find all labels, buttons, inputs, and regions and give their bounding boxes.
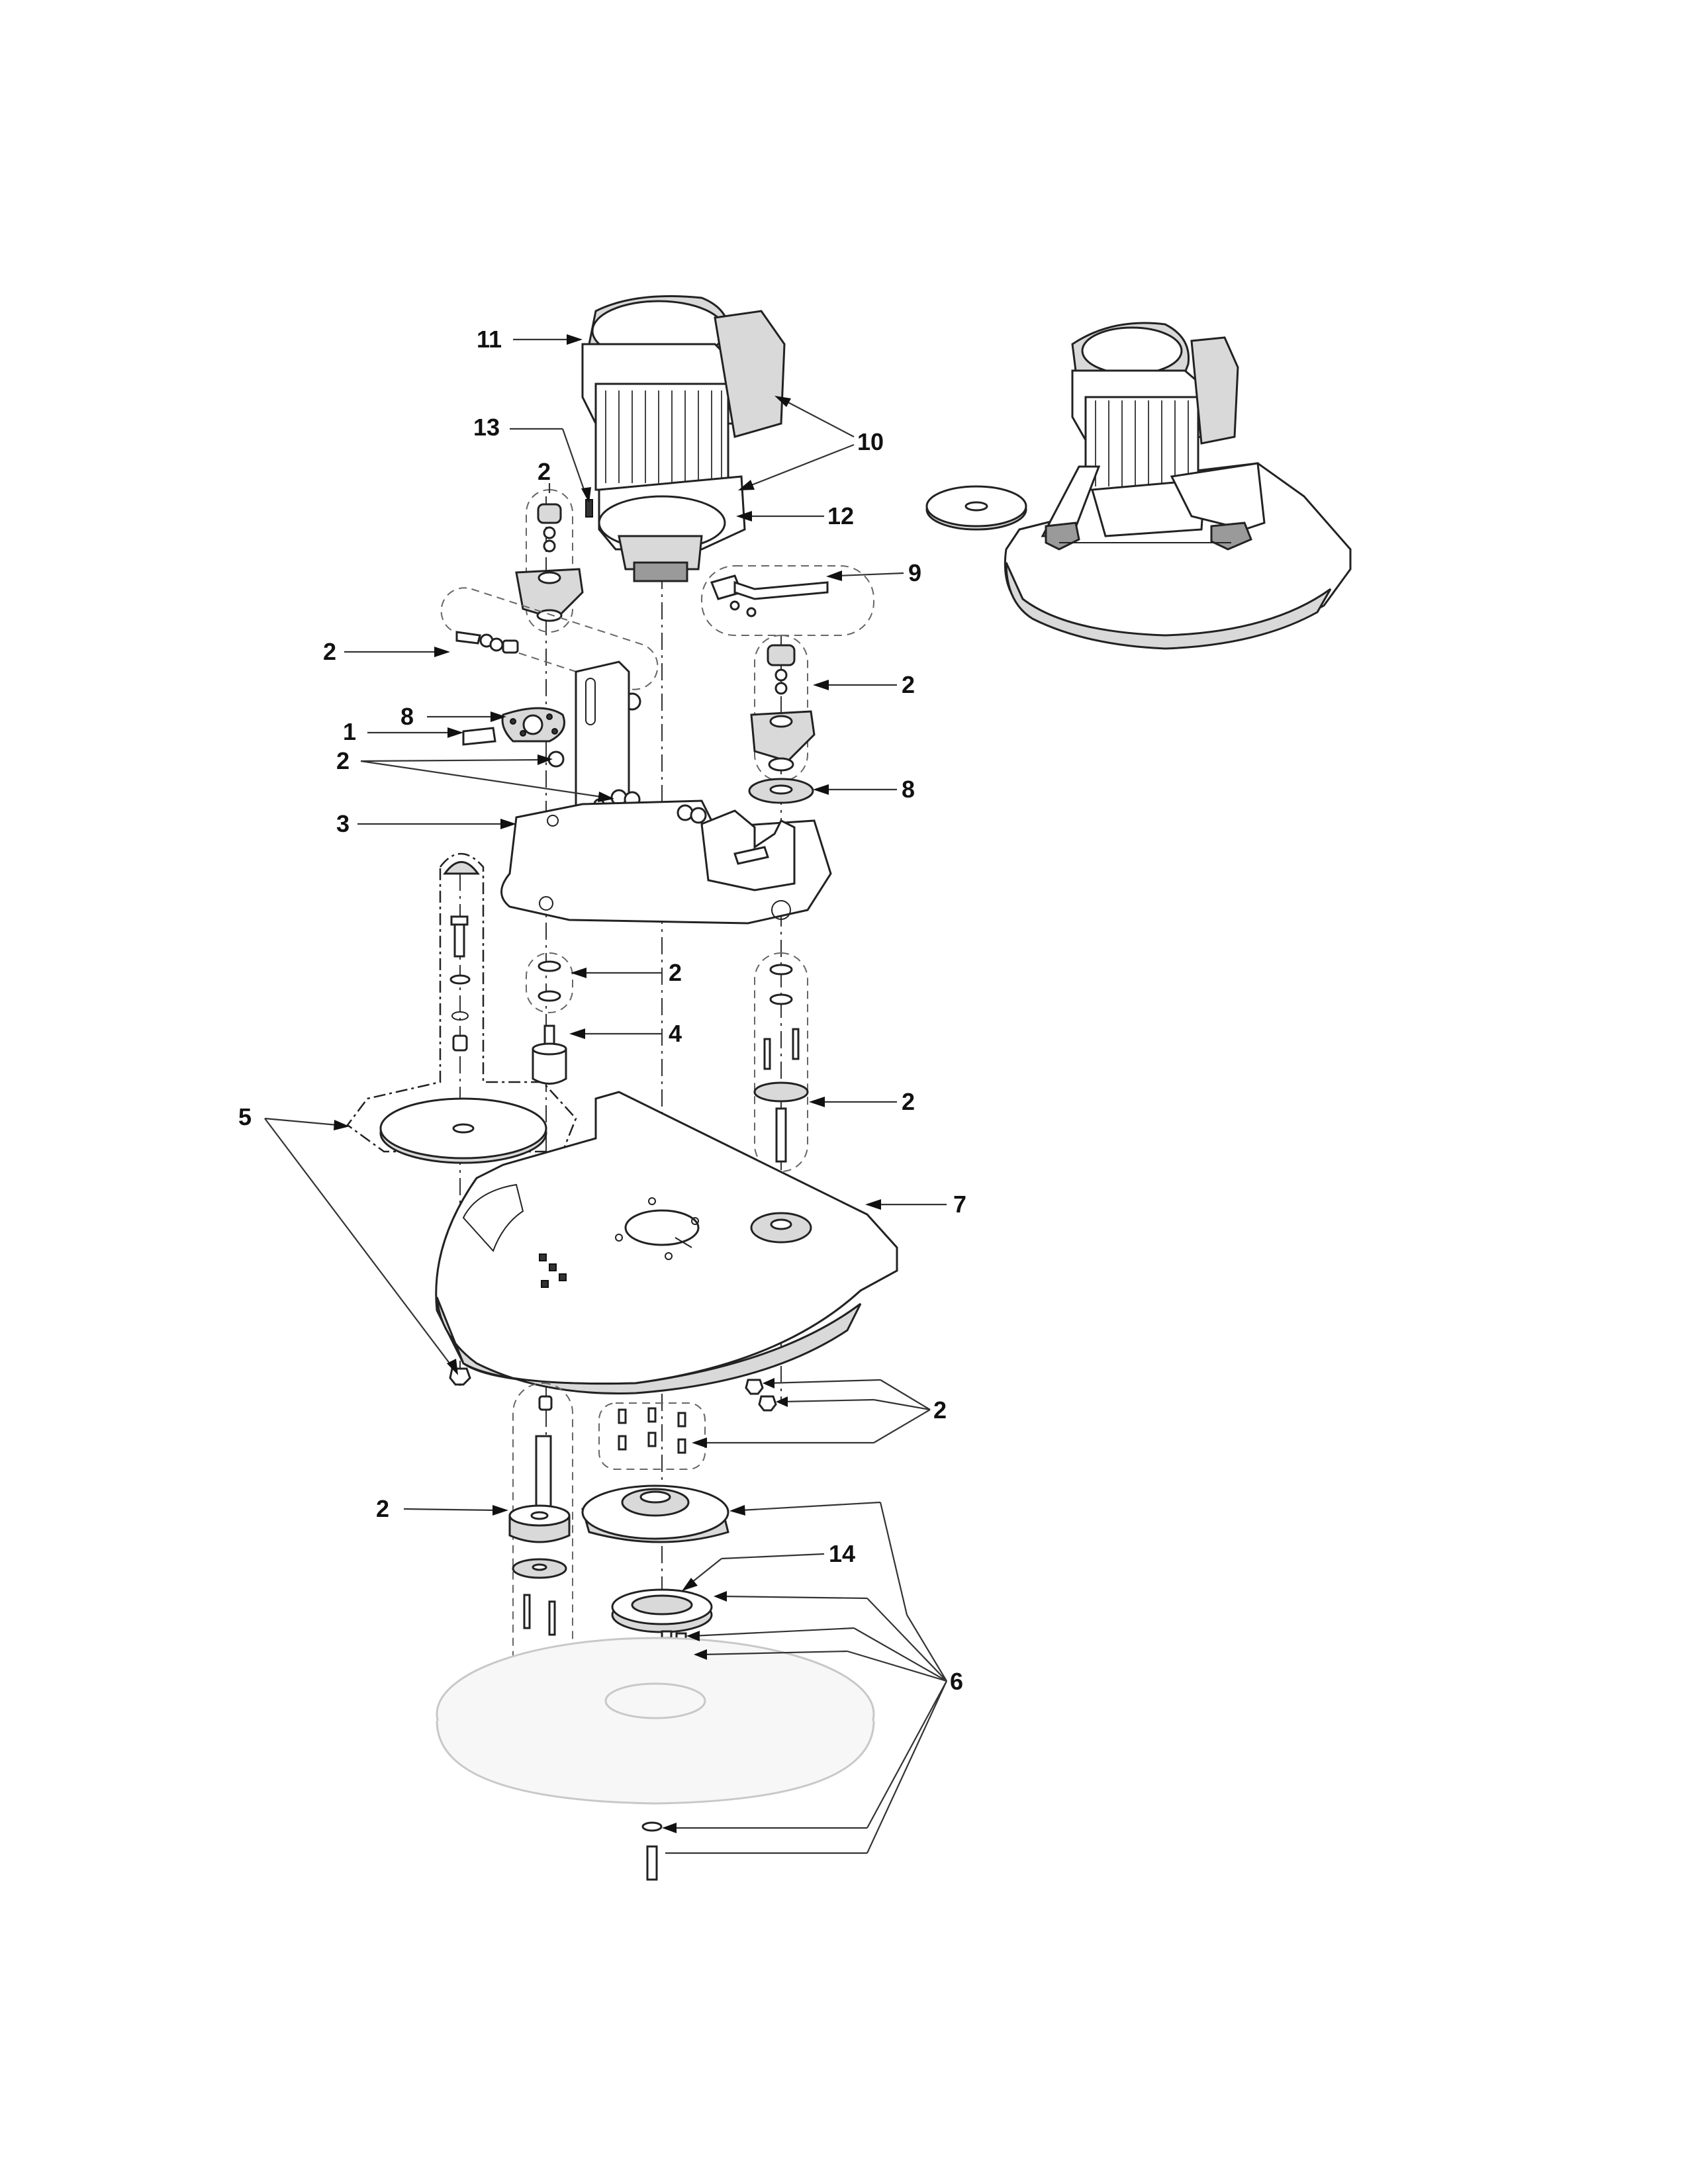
motor-assembly bbox=[581, 295, 786, 582]
callout-2-left-pair: 2 bbox=[336, 747, 350, 774]
callout-9: 9 bbox=[908, 559, 921, 586]
callout-2-top-left: 2 bbox=[538, 458, 551, 485]
callout-2-center: 2 bbox=[669, 959, 682, 986]
callout-2-right-damper: 2 bbox=[902, 671, 915, 698]
callout-2-bolt-row: 2 bbox=[323, 638, 336, 665]
callout-13: 13 bbox=[473, 414, 500, 441]
leader-lines bbox=[264, 334, 947, 1854]
callout-3: 3 bbox=[336, 810, 350, 837]
assembled-view bbox=[925, 322, 1352, 650]
center-mount-group bbox=[526, 952, 573, 1085]
left-pivot bbox=[462, 707, 641, 808]
callout-2-right-stack: 2 bbox=[902, 1088, 915, 1115]
callout-2-lower-left: 2 bbox=[376, 1495, 389, 1522]
callout-14: 14 bbox=[829, 1540, 855, 1567]
callout-2-nuts: 2 bbox=[933, 1396, 947, 1424]
handle-lever bbox=[701, 565, 874, 636]
nuts bbox=[449, 1367, 777, 1412]
right-bolt-stack bbox=[753, 952, 809, 1172]
callout-6: 6 bbox=[950, 1668, 963, 1695]
brush-housing bbox=[435, 1091, 898, 1394]
lower-left-spindle bbox=[508, 1383, 573, 1688]
callout-4: 4 bbox=[669, 1020, 682, 1047]
callout-10: 10 bbox=[857, 428, 884, 455]
callout-8-right: 8 bbox=[902, 776, 915, 803]
callout-8-left: 8 bbox=[400, 703, 414, 730]
drive-plate bbox=[581, 1484, 729, 1543]
callout-1: 1 bbox=[343, 718, 356, 745]
brush-disc-outline bbox=[436, 1637, 875, 1881]
top-left-damper-group bbox=[515, 489, 584, 633]
motor-base-plate bbox=[500, 799, 832, 925]
lower-center-bolts bbox=[598, 1402, 706, 1470]
callout-11: 11 bbox=[477, 326, 502, 353]
callout-12: 12 bbox=[827, 502, 854, 529]
hub-flange bbox=[604, 1588, 713, 1664]
left-weight-stack bbox=[346, 852, 577, 1164]
callout-5: 5 bbox=[238, 1103, 252, 1130]
callout-labels: 11 10 13 12 9 2 2 2 1 8 2 8 3 2 4 2 5 7 … bbox=[238, 326, 966, 1695]
right-damper-group bbox=[748, 635, 816, 804]
callout-7: 7 bbox=[953, 1191, 966, 1218]
